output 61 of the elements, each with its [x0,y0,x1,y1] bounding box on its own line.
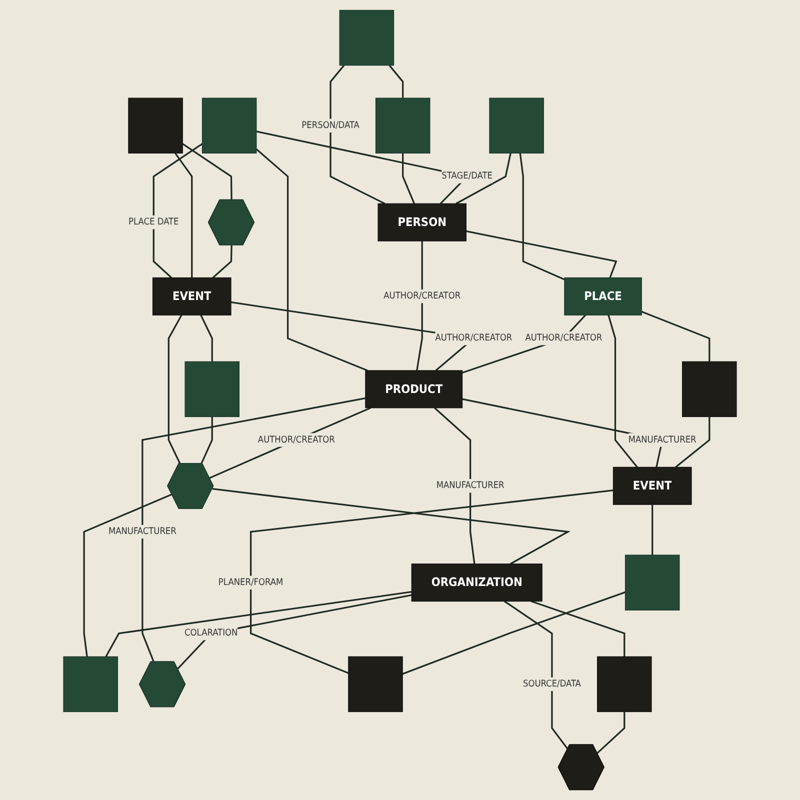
edge-label: MANUFACTURER [436,480,504,491]
connector [105,591,412,658]
connector [416,241,423,371]
connector [388,64,404,98]
node-box [128,98,183,154]
connector [152,143,203,278]
node-box [597,656,652,712]
connector [209,407,371,479]
connector [182,143,232,200]
edge-label: AUTHOR/CREATOR [384,290,461,302]
edge-label: AUTHOR/CREATOR [525,332,602,344]
node-box [348,656,403,712]
node-box: PRODUCT [365,370,463,408]
connector [504,600,568,750]
edge-label: MANUFACTURER [628,434,696,445]
connector [83,494,172,657]
node-box: PLACE [564,277,642,316]
connector [434,407,476,564]
node-box [375,98,430,154]
node-box [202,98,257,154]
connector [675,416,710,468]
node-box [63,656,118,712]
node-box [624,554,680,610]
edge-label: PLANER/FORAM [218,577,284,588]
connector [256,148,368,372]
connector [466,230,618,278]
connector [652,504,654,556]
connector [519,153,565,280]
edge-label: PERSON/DATA [302,120,360,131]
connector [250,490,614,674]
connector [177,594,412,670]
edge-label: MANUFACTURER [108,526,176,537]
node-box [184,361,240,418]
edge-label: AUTHOR/CREATOR [258,434,335,445]
node-box: PERSON [378,203,466,242]
connector [330,64,386,204]
edge-label: SOURCE/DATA [522,678,581,690]
node-box [339,10,394,66]
connector [212,245,232,278]
connector [530,600,626,657]
connector [174,152,193,278]
node-box: EVENT [612,466,692,505]
edge-label: STAGE/DATE [442,170,492,182]
connector [402,153,416,204]
connector [200,416,213,464]
connector [456,153,512,204]
node-box: EVENT [152,277,232,316]
edge-label: PLACE DATE [128,216,179,228]
edge-label: AUTHOR/CREATOR [435,332,512,344]
node-box [489,98,544,154]
connector [596,712,626,754]
node-box [682,361,737,418]
connector [142,397,366,662]
connector [608,314,638,468]
connector [641,310,710,362]
node-box: ORGANIZATION [411,564,542,602]
connector [200,314,213,362]
connector [168,314,182,464]
connector [402,591,626,675]
edge-label: COLARATION [184,628,238,638]
connector [212,488,571,565]
